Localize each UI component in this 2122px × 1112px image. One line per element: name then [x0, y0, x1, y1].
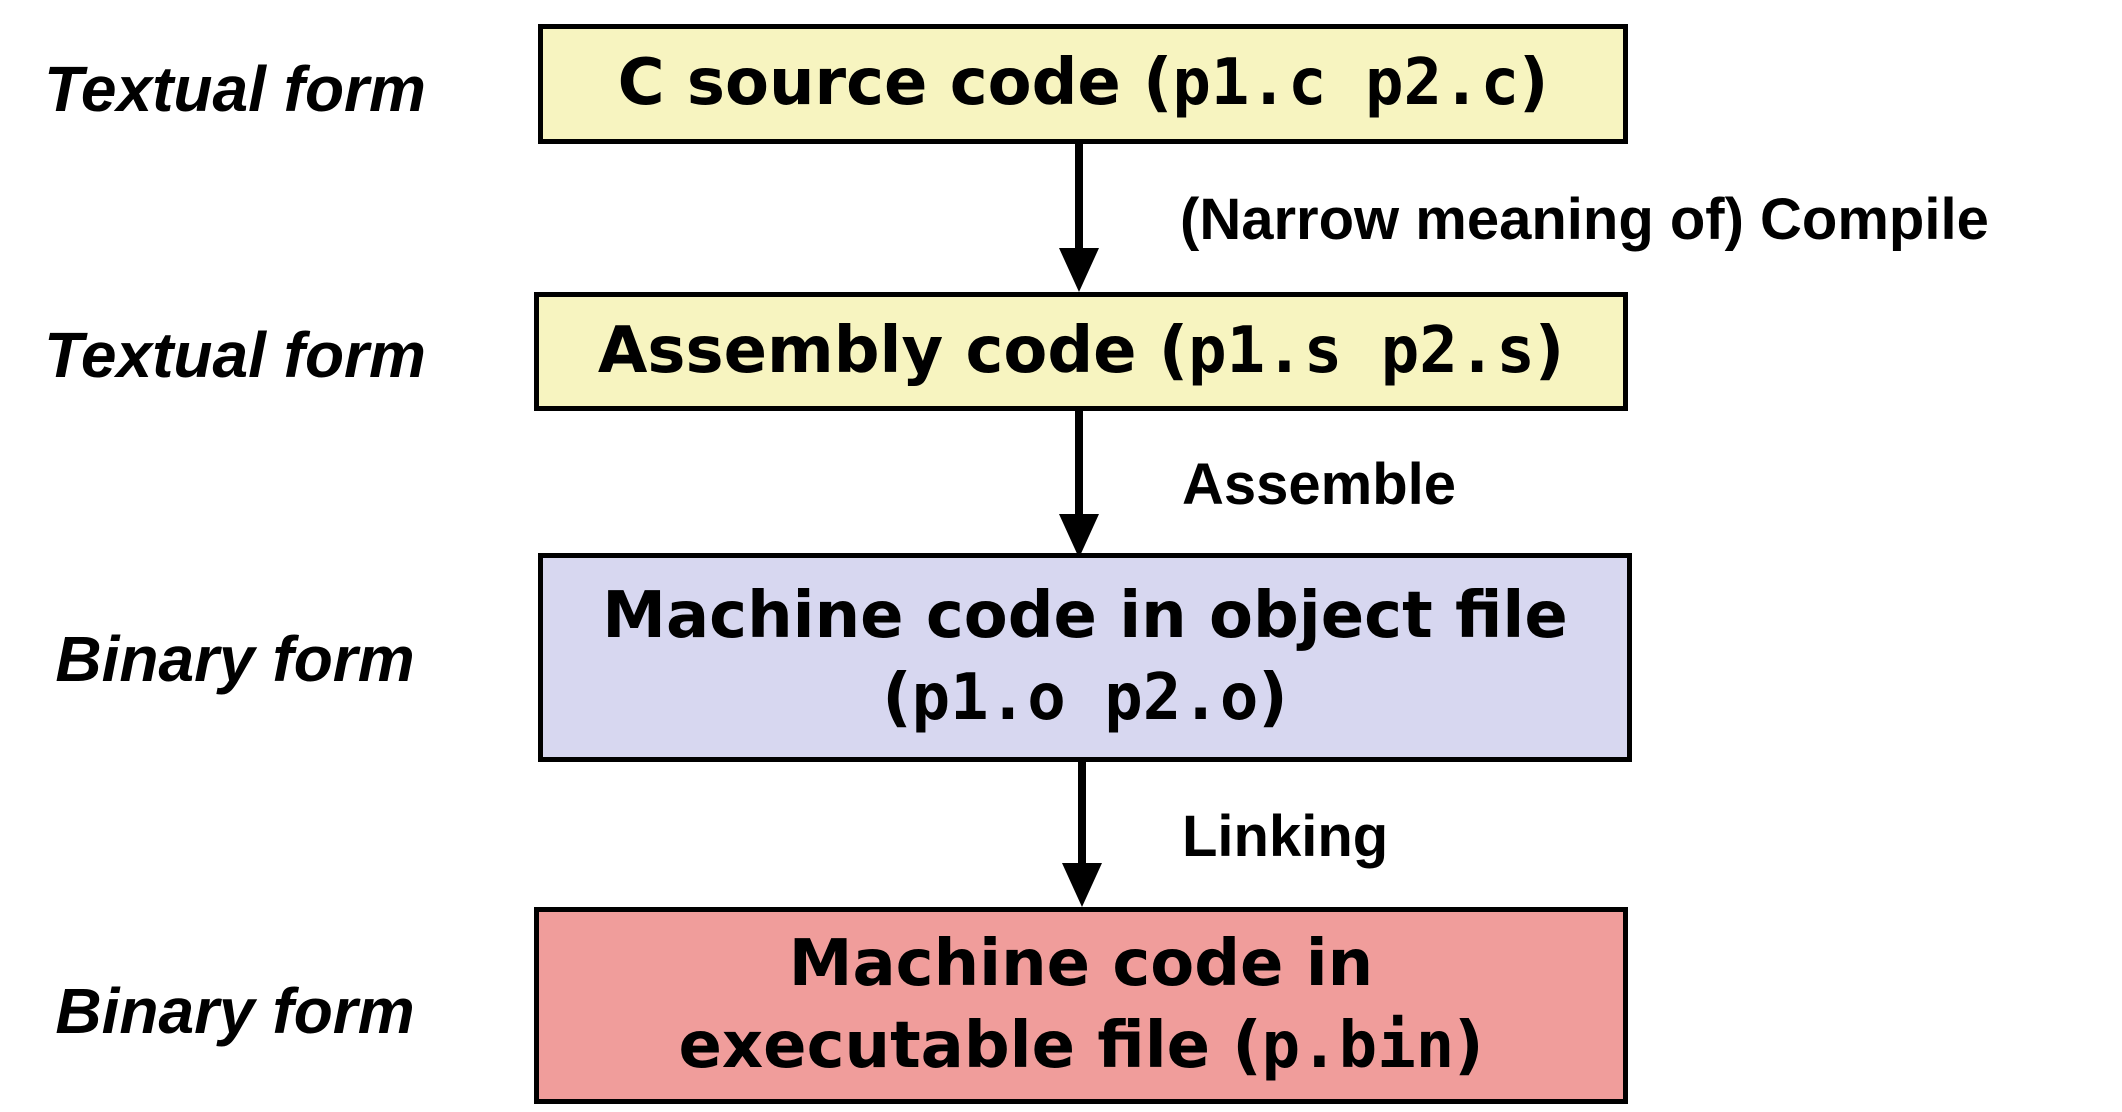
arrow-assemble — [1059, 411, 1099, 558]
row-label-textual-form-2: Textual form — [44, 319, 426, 391]
c-source-text: C source code — [617, 46, 1144, 121]
object-open-paren: ( — [882, 660, 912, 735]
box-assembly-code: Assembly code (p1.s p2.s) — [534, 292, 1628, 411]
arrow-linking — [1062, 760, 1102, 907]
box-c-source-line: C source code (p1.c p2.c) — [618, 43, 1549, 125]
object-close-paren: ) — [1258, 660, 1288, 735]
step-label-linking: Linking — [1182, 804, 1389, 869]
box-c-source-code: C source code (p1.c p2.c) — [538, 24, 1628, 144]
row-label-binary-form-2: Binary form — [55, 975, 415, 1047]
executable-line-1: Machine code in — [788, 926, 1374, 1001]
arrow-compile — [1059, 144, 1099, 292]
c-source-close-paren: ) — [1519, 46, 1549, 121]
c-source-files: p1.c p2.c — [1172, 46, 1520, 121]
step-label-assemble: Assemble — [1182, 452, 1457, 517]
executable-open-paren: ( — [1232, 1008, 1262, 1083]
executable-close-paren: ) — [1454, 1008, 1484, 1083]
row-label-binary-form-1: Binary form — [55, 623, 415, 695]
box-executable-file: Machine code in executable file (p.bin) — [534, 907, 1628, 1104]
step-label-compile: (Narrow meaning of) Compile — [1180, 187, 1989, 252]
executable-line-2-text: executable file — [678, 1008, 1233, 1083]
object-line-2: (p1.o p2.o) — [882, 658, 1287, 740]
assembly-text: Assembly code — [597, 313, 1159, 388]
assembly-files: p1.s p2.s — [1188, 313, 1535, 388]
assembly-close-paren: ) — [1534, 313, 1565, 388]
object-files: p1.o p2.o — [911, 660, 1259, 735]
executable-line-2: executable file (p.bin) — [678, 1006, 1483, 1088]
object-line-1: Machine code in object file — [602, 578, 1568, 653]
box-assembly-line: Assembly code (p1.s p2.s) — [598, 311, 1564, 393]
executable-files: p.bin — [1261, 1008, 1455, 1083]
assembly-open-paren: ( — [1158, 313, 1189, 388]
c-source-open-paren: ( — [1143, 46, 1173, 121]
row-label-textual-form-1: Textual form — [44, 53, 426, 125]
box-object-file: Machine code in object file (p1.o p2.o) — [538, 553, 1632, 762]
